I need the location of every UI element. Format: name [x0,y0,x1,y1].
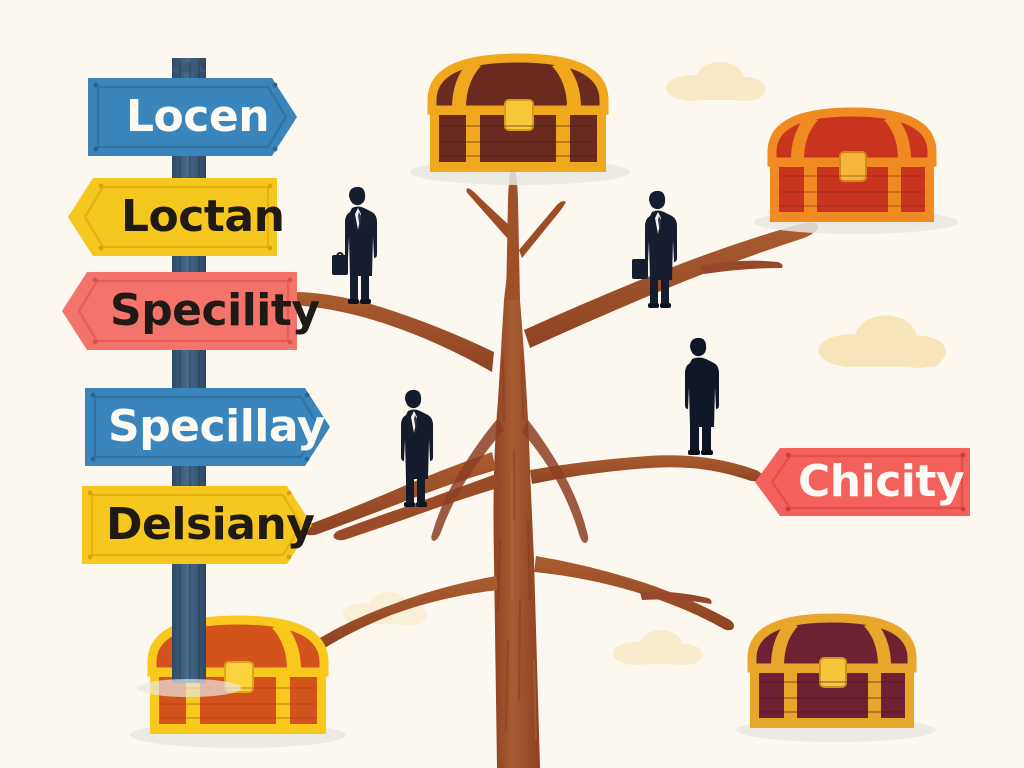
cloud-top-right [666,62,766,101]
tree-bark-texture [496,358,532,732]
tree-branch-lower-left [316,576,498,649]
cloud-bottom-mid [612,630,703,666]
tree-branch-mid-left [303,452,496,536]
tree-branch-upper-right-twig [700,260,783,274]
signpost-sign-3[interactable]: Specillay [85,388,330,466]
signpost-sign-3-label: Specillay [108,401,325,452]
tree-trunk [493,230,540,768]
tree-branch-upper-right [524,222,818,348]
cloud-mid-right [818,315,946,368]
tree-branch-lower-right-twig [640,591,712,604]
businessman-center-right [685,337,719,455]
tree-fork-right [522,420,589,543]
tree-branch-lower-right [534,556,734,631]
chest-bottom-right [736,613,936,742]
tree-branch-spire-twig-left [466,188,510,238]
chest-top-center [410,53,630,185]
tree-branch-upper-left [292,292,494,372]
side-sign-chicity[interactable]: Chicity [755,448,970,516]
tree-branch-spire-twig-right [519,201,566,258]
businessman-upper-left [332,186,377,304]
signpost-sign-2[interactable]: Specility [62,272,320,350]
signpost-sign-4[interactable]: Delsiany [82,486,315,564]
tree [292,160,818,768]
businessman-center-left [401,389,433,507]
tree-branch-mid-right [530,455,762,484]
signpost-sign-1[interactable]: Loctan [68,178,285,256]
signpost-shadow [137,679,241,697]
side-sign-label: Chicity [798,456,964,507]
signpost-sign-0[interactable]: Locen [88,78,297,156]
businessman-upper-right [632,190,677,308]
chest-top-right [754,107,958,234]
signpost-sign-4-label: Delsiany [106,499,314,550]
signpost-pole [172,58,206,683]
signpost-sign-2-label: Specility [110,285,320,336]
tree-bark-highlight [511,469,537,741]
signpost-sign-1-label: Loctan [121,191,284,242]
tree-branch-center-spire [506,160,520,300]
signpost-sign-0-label: Locen [126,91,269,142]
tree-fork-left [431,418,504,541]
